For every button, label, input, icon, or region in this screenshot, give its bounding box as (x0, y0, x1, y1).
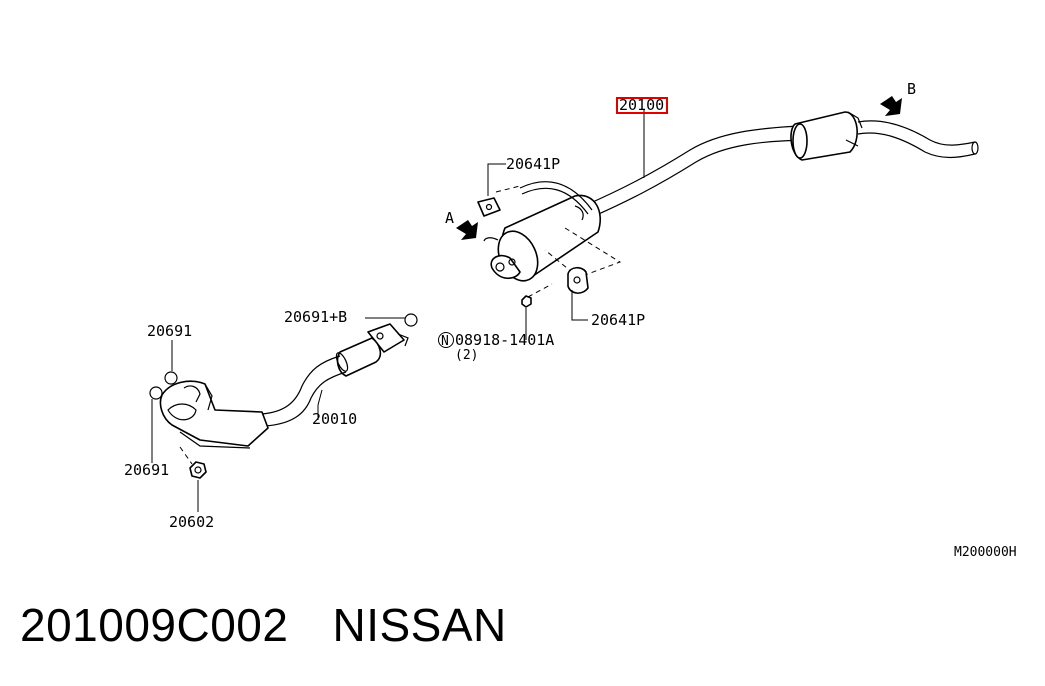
manifold-flange (159, 380, 269, 447)
label-arrow-b: B (907, 80, 916, 98)
arrow-a-icon (456, 220, 478, 240)
arrow-b-icon (880, 96, 902, 116)
label-08918: 08918-1401A (455, 331, 554, 349)
label-20641p-bottom: 20641P (591, 311, 645, 329)
center-muffler (483, 181, 601, 282)
inlet-flange (490, 254, 521, 280)
diagram-code: M200000H (954, 545, 1017, 560)
rear-muffler-end (792, 123, 808, 159)
label-20602: 20602 (169, 513, 214, 531)
label-20100: 20100 (619, 96, 664, 114)
label-20691-top: 20691 (147, 322, 192, 340)
hanger-rubber-bottom (567, 266, 589, 294)
rear-muffler (790, 111, 858, 161)
part-caption: 201009C002 NISSAN (20, 598, 551, 652)
front-pipe-assembly (159, 323, 409, 449)
label-08918-qty: (2) (455, 348, 478, 363)
nut-08918 (521, 295, 532, 308)
n-symbol-circle (438, 332, 454, 348)
label-20641p-top: 20641P (506, 155, 560, 173)
gasket-20691-bottom (149, 386, 163, 400)
hanger-rubber-top (477, 197, 501, 217)
caption-part-number: 201009C002 (20, 599, 289, 651)
label-20010: 20010 (312, 410, 357, 428)
gasket-20691-b (404, 313, 418, 327)
highlight-box (616, 97, 668, 114)
label-arrow-a: A (445, 209, 454, 227)
label-08918-prefix: N (441, 334, 449, 349)
caption-brand: NISSAN (332, 599, 507, 651)
label-20691b: 20691+B (284, 308, 347, 326)
gasket-20691-top (164, 371, 178, 385)
label-20691-bottom: 20691 (124, 461, 169, 479)
tail-pipe-assembly (585, 111, 979, 218)
nut-20602 (189, 461, 207, 479)
